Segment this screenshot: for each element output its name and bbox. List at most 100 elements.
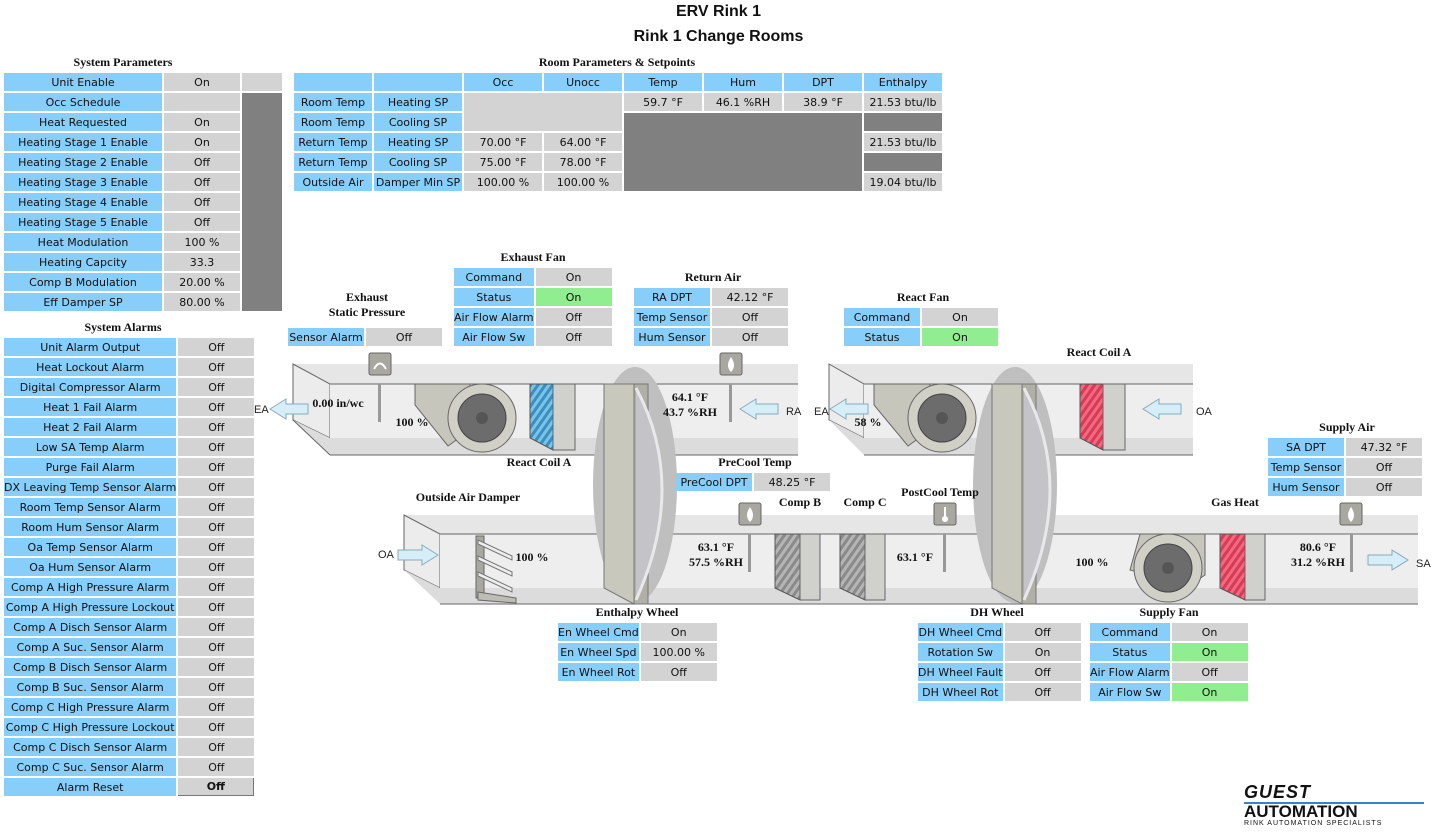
row-value[interactable]: Off <box>1346 458 1422 476</box>
row-value[interactable]: Off <box>178 758 255 776</box>
return-heating-occ-setpoint[interactable]: 70.00 °F <box>464 133 542 151</box>
row-value[interactable]: Off <box>178 438 255 456</box>
row-value[interactable]: Off <box>178 338 255 356</box>
table-row: Room Temp Cooling SP <box>294 113 942 191</box>
row-value[interactable]: 33.3 <box>164 253 240 271</box>
row-value[interactable]: Off <box>164 193 240 211</box>
row-label: Unit Enable <box>4 73 162 91</box>
row-label: Hum Sensor <box>1268 478 1344 496</box>
row-value[interactable]: Off <box>178 718 255 736</box>
return-heating-unocc-setpoint[interactable]: 64.00 °F <box>544 133 622 151</box>
row-value[interactable]: On <box>922 328 998 346</box>
room-header-unocc: Unocc <box>544 73 622 91</box>
supply-air-hum: 31.2 %RH <box>1291 555 1345 569</box>
row-value[interactable]: On <box>1171 623 1248 641</box>
row-value[interactable]: Off <box>178 658 255 676</box>
row-value[interactable]: Off <box>178 358 255 376</box>
row-label: Air Flow Sw <box>454 328 534 346</box>
room-header-occ: Occ <box>464 73 542 91</box>
row-value[interactable]: Off <box>178 638 255 656</box>
row-value[interactable]: Off <box>178 518 255 536</box>
row-value[interactable]: Off <box>178 738 255 756</box>
gas-heat-graphic <box>1219 533 1266 601</box>
row-label: Oa Hum Sensor Alarm <box>4 558 177 576</box>
pressure-sensor-icon <box>368 352 392 376</box>
row-value[interactable]: 47.32 °F <box>1346 438 1422 456</box>
row-value[interactable]: Off <box>178 498 255 516</box>
row-value[interactable]: Off <box>164 153 240 171</box>
alarm-reset-button[interactable]: Off <box>178 778 255 796</box>
row-value[interactable]: 100.00 % <box>640 643 717 661</box>
row-value[interactable]: Off <box>1171 663 1248 681</box>
postcool-probe <box>943 534 946 572</box>
comp-b-label: Comp B <box>778 495 822 509</box>
row-value[interactable]: Off <box>1004 663 1081 681</box>
row-value[interactable]: Off <box>535 308 612 326</box>
gas-heat-label: Gas Heat <box>1211 495 1259 509</box>
row-label: Status <box>844 328 920 346</box>
precool-hum: 57.5 %RH <box>689 555 743 569</box>
row-label: Heat 1 Fail Alarm <box>4 398 177 416</box>
room-row-label: Room Temp <box>294 93 372 111</box>
row-value[interactable]: On <box>535 268 612 286</box>
room-disabled-block <box>624 113 862 191</box>
row-value[interactable]: Off <box>1004 683 1081 701</box>
table-row: Occ Schedule <box>4 93 282 311</box>
damper-min-unocc-setpoint[interactable]: 100.00 % <box>544 173 622 191</box>
row-value[interactable]: Off <box>178 578 255 596</box>
row-label: DX Leaving Temp Sensor Alarm <box>4 478 177 496</box>
row-value[interactable]: On <box>164 133 240 151</box>
row-value[interactable]: On <box>535 288 612 306</box>
row-label: Hum Sensor <box>634 328 710 346</box>
damper-position: 100 % <box>515 550 549 564</box>
row-value[interactable]: Off <box>178 478 255 496</box>
row-value[interactable]: 80.00 % <box>164 293 240 311</box>
row-value[interactable]: Off <box>178 398 255 416</box>
row-value[interactable]: Off <box>178 418 255 436</box>
supply-air-temp: 80.6 °F <box>1299 540 1337 554</box>
row-value[interactable]: On <box>1171 643 1248 661</box>
row-value[interactable]: Off <box>640 663 717 681</box>
row-label: Heat Requested <box>4 113 162 131</box>
row-value[interactable]: On <box>1171 683 1248 701</box>
row-value[interactable]: Off <box>178 698 255 716</box>
row-value[interactable]: Off <box>164 173 240 191</box>
row-value[interactable] <box>164 93 240 111</box>
row-value[interactable]: Off <box>1004 623 1081 641</box>
exhaust-fan-speed: 100 % <box>395 415 429 429</box>
row-value[interactable]: Off <box>1346 478 1422 496</box>
ra-label: RA <box>786 406 802 418</box>
row-value[interactable]: Off <box>178 558 255 576</box>
return-cooling-unocc-setpoint[interactable]: 78.00 °F <box>544 153 622 171</box>
row-value[interactable]: Off <box>164 213 240 231</box>
row-value[interactable]: Off <box>178 598 255 616</box>
row-value[interactable]: Off <box>178 378 255 396</box>
row-value[interactable]: 100 % <box>164 233 240 251</box>
room-enthalpy-value: 21.53 btu/lb <box>864 93 942 111</box>
row-value[interactable]: Off <box>712 328 788 346</box>
row-value[interactable]: Off <box>712 308 788 326</box>
page-title: ERV Rink 1 <box>675 3 762 20</box>
row-value[interactable]: Off <box>178 618 255 636</box>
row-value[interactable]: Off <box>178 678 255 696</box>
page-subtitle: Rink 1 Change Rooms <box>633 28 804 45</box>
damper-min-occ-setpoint[interactable]: 100.00 % <box>464 173 542 191</box>
return-cooling-occ-setpoint[interactable]: 75.00 °F <box>464 153 542 171</box>
row-value[interactable]: On <box>164 73 240 91</box>
row-value[interactable]: 42.12 °F <box>712 288 788 306</box>
row-value[interactable]: On <box>164 113 240 131</box>
room-header-hum: Hum <box>704 73 782 91</box>
row-value[interactable]: On <box>1004 643 1081 661</box>
row-value[interactable]: 20.00 % <box>164 273 240 291</box>
row-value[interactable]: Off <box>535 328 612 346</box>
row-value[interactable]: On <box>922 308 998 326</box>
row-value[interactable]: On <box>640 623 717 641</box>
row-value[interactable]: Off <box>178 538 255 556</box>
logo-line2: AUTOMATION <box>1244 802 1358 821</box>
row-value[interactable]: Off <box>178 458 255 476</box>
